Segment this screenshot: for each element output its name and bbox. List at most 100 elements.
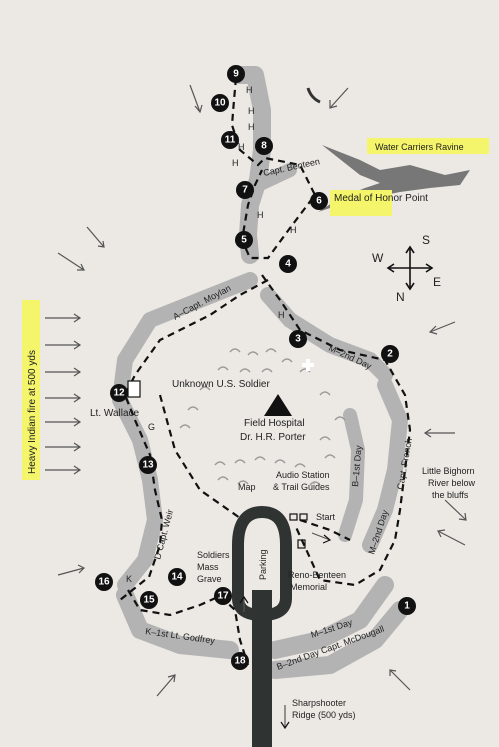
arrow-icon [280,705,290,730]
position-bands [112,66,409,679]
monument-icon [127,380,141,398]
horseshoe-icon [309,481,321,486]
horseshoe-markers [179,87,346,486]
arrow-icon [86,226,105,248]
compass-s: S [422,233,430,247]
horseshoe-icon [254,456,266,461]
medal-of-honor-label-1: Medal of Honor Point [334,193,428,204]
walking-trail [119,77,412,666]
h-marker: H [238,142,245,152]
approach-arrows [57,84,467,730]
arrow-icon [45,465,82,475]
sharpshooter-label-2: Ridge (500 yds) [292,710,356,720]
h-marker: H [248,106,255,116]
parking-road [232,505,292,747]
compass-east-arrow [425,263,434,273]
h-marker: H [248,122,255,132]
horseshoe-icon [217,366,229,371]
horseshoe-icon [299,368,311,373]
map-box-icon [289,513,298,521]
trail-west [123,279,269,581]
stop-marker-18 [231,652,249,670]
compass-w: W [372,251,384,265]
band-french [362,377,408,553]
arrow-icon [437,529,466,546]
h-marker: H [290,225,297,235]
h-marker: H [257,210,264,220]
horseshoe-icon [247,351,259,356]
arrow-icon [444,499,467,521]
horseshoe-icon [234,459,246,464]
parking-loop [232,505,292,622]
stop-number-18: 18 [234,656,246,667]
horseshoe-icon [274,459,286,464]
k-label: K [126,574,132,584]
water-carriers-highlight [367,138,489,154]
horseshoe-icon [187,406,199,411]
heavy-fire-label: Heavy Indian fire at 500 yds [27,350,38,474]
heavy-fire-highlight [22,300,40,480]
stop-number-9: 9 [233,69,239,80]
arrow-icon [428,321,456,335]
stop-number-1: 1 [404,601,410,612]
reno-benteen-label: Reno-Benteen [288,570,346,580]
memorial-icon [297,539,306,549]
memorial-label: Memorial [290,582,327,592]
stop-number-3: 3 [295,334,301,345]
mass-grave-label-2: Mass [197,562,219,572]
map-label: Map [238,482,256,492]
stop-marker-4 [279,255,297,273]
field-hospital-icon [264,394,292,416]
g-label: G [148,422,155,432]
arrow-icon [156,674,176,697]
stop-marker-14 [168,568,186,586]
stop-number-14: 14 [171,572,183,583]
compass-rose [386,245,434,291]
stop-marker-13 [139,456,157,474]
medal-of-honor-highlight [330,190,392,216]
stop-number-4: 4 [285,259,291,270]
field-hospital-doctor-label: Dr. H.R. Porter [240,432,306,443]
trail-north [230,77,317,260]
trail-east-loop [261,274,412,587]
horseshoe-icon [306,87,321,104]
band-m-1st-day [266,576,394,659]
arrow-icon [57,252,85,271]
horseshoe-icon [217,476,229,481]
horseshoe-icon [319,436,331,441]
stop-marker-1 [398,597,416,615]
compass-west-arrow [386,263,395,273]
arrow-icon [189,84,203,114]
little-bighorn-label-2: River below [428,478,476,488]
horseshoe-icon [179,424,191,429]
arrow-icon [239,595,249,612]
fire-arrows-west [45,313,82,475]
horseshoe-icon [294,463,306,468]
compass-n: N [396,290,405,304]
compass-e: E [433,275,441,289]
stop-number-15: 15 [143,595,155,606]
stop-number-10: 10 [214,98,226,109]
arrow-icon [423,428,455,438]
water-carriers-ravine-label: Water Carriers Ravine [375,142,464,152]
band-mcdougall [266,601,409,679]
band-benteen [251,163,297,192]
stop-number-16: 16 [98,577,110,588]
arrow-icon [45,442,82,452]
mass-grave-label-3: Grave [197,574,222,584]
arrow-icon [311,532,332,544]
horseshoe-icon [214,461,226,466]
stop-marker-16 [95,573,113,591]
trail-interior [158,394,241,519]
stop-number-12: 12 [113,388,125,399]
horseshoe-icon [229,348,241,353]
stop-number-7: 7 [242,185,248,196]
horseshoe-icon [239,368,251,373]
compass-south-arrow [405,282,415,291]
horseshoe-icon [281,358,293,363]
stop-marker-15 [140,591,158,609]
little-bighorn-label-3: the bluffs [432,490,469,500]
stop-marker-5 [235,231,253,249]
